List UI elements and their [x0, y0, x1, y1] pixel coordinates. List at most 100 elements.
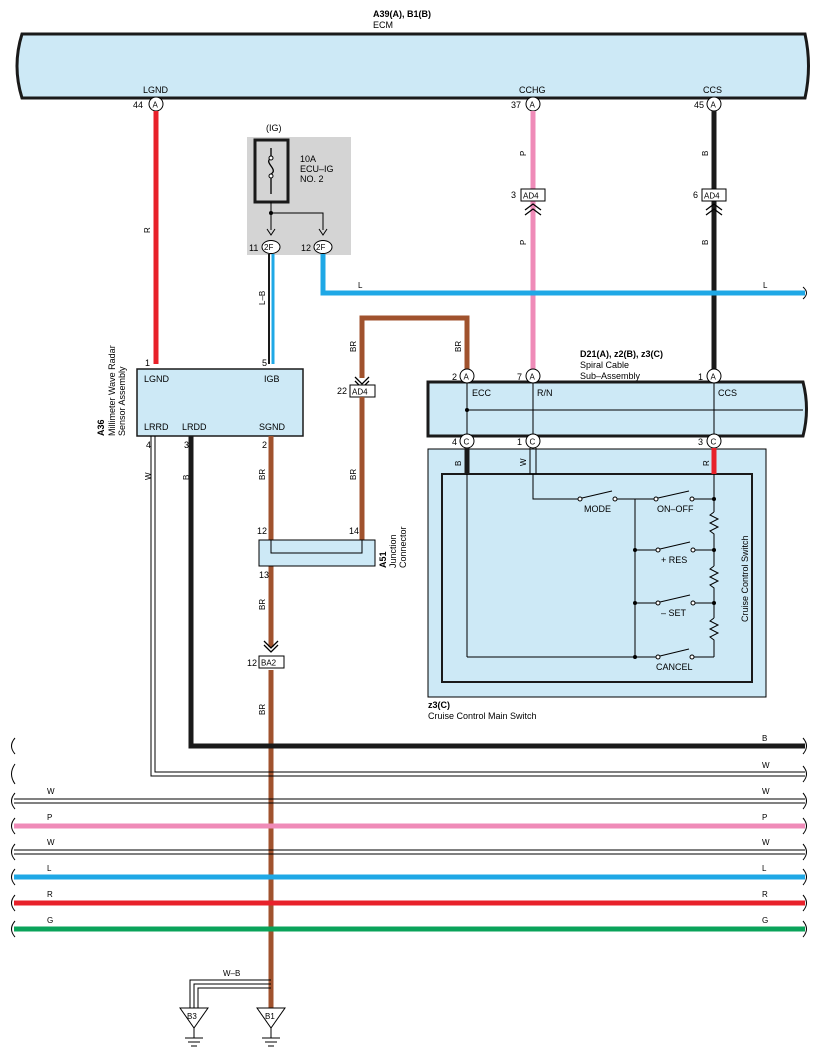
- ground-b3-label: B3: [187, 1012, 197, 1021]
- fuse-pin1-label: 2F: [264, 243, 273, 252]
- wire-label-p: P: [519, 240, 528, 245]
- spiral-name-2: Sub–Assembly: [580, 371, 641, 381]
- ground-b1: [256, 1007, 286, 1029]
- ecm-pin-lgnd-label: LGND: [143, 85, 169, 95]
- terminal-letter: C: [464, 438, 470, 447]
- ad4-mid-label: AD4: [352, 388, 368, 397]
- switch-label-res: + RES: [661, 555, 687, 565]
- cruise-switch-assembly: B W R MODE ON–OFF: [427, 448, 767, 721]
- wire-label-p: P: [519, 151, 528, 156]
- spiral-pin-ecc: ECC: [472, 388, 492, 398]
- fuse-rating: 10A: [300, 154, 316, 164]
- resistor-symbol: [708, 565, 720, 602]
- junction-num-bottom: 13: [259, 570, 269, 580]
- bus-label-w-left: W: [47, 787, 55, 796]
- ground-b3: [179, 1007, 209, 1029]
- wires-radar-lower: W W B B: [144, 436, 807, 783]
- wires-brown: BR BR BR BR: [258, 397, 365, 1008]
- spiral-top-num: 1: [698, 372, 703, 382]
- fuse-pin1-num: 11: [249, 243, 258, 253]
- bus-label-w-left: W: [47, 838, 55, 847]
- bus-label-r-left: R: [47, 890, 53, 899]
- radar-num-igb: 5: [262, 358, 267, 368]
- switch-cancel: CANCEL: [633, 648, 695, 672]
- ecm-block: A39(A), B1(B) ECM LGND CCHG CCS: [15, 9, 810, 100]
- radar-pin-sgnd: SGND: [259, 422, 286, 432]
- ecm-terminals: 44 A 37 A 45 A: [133, 96, 722, 112]
- ba2-num: 12: [247, 658, 257, 668]
- switch-label-set: – SET: [661, 608, 687, 618]
- wire-label-br: BR: [258, 599, 267, 610]
- switch-set: – SET: [633, 594, 716, 618]
- radar-pin-lrdd: LRDD: [182, 422, 207, 432]
- fuse-name-1: ECU–IG: [300, 164, 334, 174]
- fuse-pin2-num: 12: [301, 243, 311, 253]
- radar-pin-lgnd: LGND: [144, 374, 170, 384]
- bus-wires: W W P P W W L L R R G G: [11, 737, 807, 938]
- bus-label-b-right: B: [762, 734, 767, 743]
- wire-label-wb: W–B: [223, 969, 240, 978]
- bus-label-l-right: L: [762, 864, 767, 873]
- switch-res: + RES: [633, 541, 716, 565]
- radar-name-1: Millimeter Wave Radar: [107, 345, 117, 436]
- wire-label-w: W: [519, 458, 528, 466]
- bus-label-g-right: G: [762, 916, 768, 925]
- wire-label-w: W: [144, 472, 153, 480]
- terminal-letter: A: [711, 373, 717, 382]
- spiral-top-num: 7: [517, 372, 522, 382]
- switch-mode: MODE: [577, 490, 618, 514]
- resistor-symbol: [708, 617, 720, 657]
- switch-label-mode: MODE: [584, 504, 611, 514]
- junction-connector: 12 14 13 A51 Junction Connector: [257, 526, 408, 580]
- radar-num-lrrd: 4: [146, 440, 151, 450]
- spiral-name-1: Spiral Cable: [580, 360, 629, 370]
- ad4-mid-connector: 22 AD4: [337, 376, 376, 398]
- junction-num-tl: 12: [257, 526, 267, 536]
- spiral-cable: D21(A), z2(B), z3(C) Spiral Cable Sub–As…: [426, 349, 808, 449]
- bus-label-l-left: L: [47, 864, 52, 873]
- resistor-symbol: [708, 511, 720, 548]
- spiral-bot-num: 3: [698, 437, 703, 447]
- wire-label-b: B: [454, 461, 463, 466]
- spiral-bot-num: 4: [452, 437, 457, 447]
- terminal-letter: C: [711, 438, 717, 447]
- terminal-letter: A: [530, 373, 536, 382]
- wire-label-br: BR: [454, 341, 463, 352]
- ecm-pin-lgnd-conn: A: [153, 101, 159, 110]
- wire-label-br: BR: [258, 469, 267, 480]
- radar-pin-igb: IGB: [264, 374, 280, 384]
- fuse-name-2: NO. 2: [300, 174, 324, 184]
- terminal-letter: A: [464, 373, 470, 382]
- bus-label-p-right: P: [762, 813, 767, 822]
- radar-sensor: 1 5 LGND IGB LRRD LRDD SGND 4 3 2 A36 Mi…: [96, 345, 304, 450]
- ad4-top-1-label: AD4: [523, 192, 539, 201]
- ecm-pin-cchg-conn: A: [530, 101, 536, 110]
- ad4-mid-num: 22: [337, 386, 347, 396]
- bus-label-w-right: W: [762, 787, 770, 796]
- fuse-supply: (IG): [266, 123, 282, 133]
- wire-label-b: B: [701, 151, 710, 156]
- switch-name: Cruise Control Main Switch: [428, 711, 537, 721]
- junction-name-2: Connector: [398, 526, 408, 568]
- wire-label-r: R: [702, 460, 711, 466]
- spiral-title: D21(A), z2(B), z3(C): [580, 349, 663, 359]
- spiral-pin-ccs: CCS: [718, 388, 737, 398]
- bus-label-p-left: P: [47, 813, 52, 822]
- switch-onoff: ON–OFF: [653, 490, 695, 514]
- radar-pin-lrrd: LRRD: [144, 422, 169, 432]
- ad4-top-2-label: AD4: [704, 192, 720, 201]
- wire-label-b: B: [701, 240, 710, 245]
- ba2-label: BA2: [261, 659, 277, 668]
- fuse-pin2-label: 2F: [316, 243, 325, 252]
- spiral-bot-num: 1: [517, 437, 522, 447]
- radar-num-lgnd: 1: [145, 358, 150, 368]
- wire-label-br: BR: [349, 341, 358, 352]
- wire-label-b: B: [182, 475, 191, 480]
- switch-label-onoff: ON–OFF: [657, 504, 694, 514]
- bus-label-g-left: G: [47, 916, 53, 925]
- switch-id: z3(C): [428, 700, 450, 710]
- spiral-top-num: 2: [452, 372, 457, 382]
- ecm-name: ECM: [373, 20, 393, 30]
- ecm-pin-cchg-label: CCHG: [519, 85, 546, 95]
